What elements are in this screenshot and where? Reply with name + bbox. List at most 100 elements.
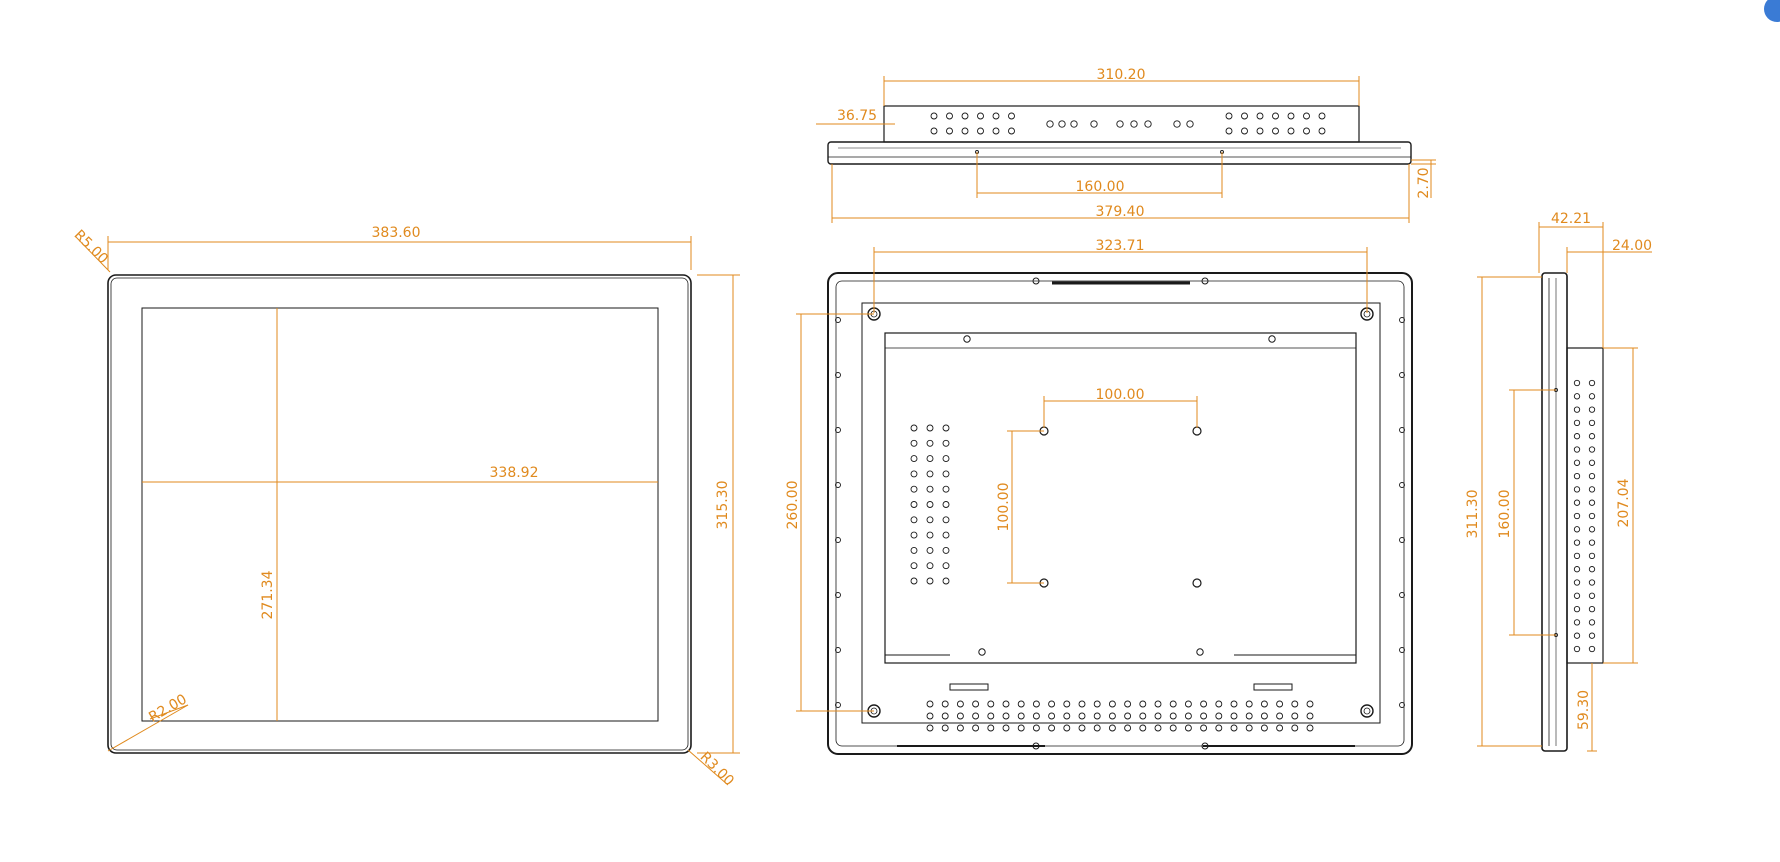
hole <box>1058 120 1066 128</box>
front-radius-top-left-label: R5.00 <box>71 227 111 267</box>
top-body-width-label: 310.20 <box>1097 67 1146 83</box>
hole <box>972 724 980 732</box>
hole <box>1399 647 1405 653</box>
hole <box>942 439 950 447</box>
hole <box>910 439 918 447</box>
hole <box>1588 619 1596 626</box>
hole <box>926 485 934 493</box>
status-badge-icon[interactable] <box>1764 0 1780 22</box>
hole <box>1573 419 1581 427</box>
rear-vesa-width-label: 100.00 <box>1096 387 1145 403</box>
hole <box>1078 724 1086 732</box>
rear-mount-height-label: 260.00 <box>785 481 801 530</box>
hole <box>1017 712 1025 720</box>
front-bezel-inner <box>110 277 689 751</box>
hole <box>1260 712 1268 720</box>
hole <box>1306 712 1314 720</box>
hole <box>1116 120 1124 128</box>
hole <box>1063 700 1071 708</box>
hole <box>1588 579 1596 586</box>
top-vent-holes <box>930 112 1326 154</box>
hole <box>977 127 984 135</box>
hole <box>1063 724 1071 732</box>
hole <box>1573 459 1581 466</box>
hole <box>1139 724 1147 732</box>
hole <box>956 712 964 720</box>
rear-vent-holes <box>835 277 1405 750</box>
hole <box>1573 632 1581 639</box>
hole <box>1276 700 1284 708</box>
hole <box>1272 112 1279 120</box>
hole <box>1154 712 1162 720</box>
hole <box>1318 127 1326 135</box>
hole <box>1588 393 1596 400</box>
hole <box>1241 112 1248 120</box>
hole <box>1573 579 1581 586</box>
hole <box>956 700 964 708</box>
hole <box>1573 526 1581 533</box>
hole <box>1573 566 1581 573</box>
front-screen-width-label: 338.92 <box>490 465 539 481</box>
hole <box>1588 379 1596 387</box>
hole <box>1215 724 1223 732</box>
hole <box>1291 712 1299 720</box>
hole <box>835 592 841 598</box>
hole <box>1139 700 1147 708</box>
hole <box>1573 539 1581 546</box>
hole <box>1287 127 1295 135</box>
hole <box>910 455 918 463</box>
hole <box>1184 712 1192 720</box>
hole <box>942 470 950 478</box>
hole <box>1008 112 1015 120</box>
hole <box>1241 127 1248 135</box>
hole <box>1245 724 1253 732</box>
hole <box>910 501 918 508</box>
hole <box>1573 472 1581 480</box>
side-body-height-label: 207.04 <box>1616 478 1632 527</box>
hole <box>926 700 934 708</box>
hole <box>956 724 964 732</box>
hole <box>1063 712 1071 720</box>
hole <box>942 501 950 508</box>
hole <box>1124 700 1132 708</box>
top-total-width-label: 379.40 <box>1096 204 1145 220</box>
hole <box>1291 700 1299 708</box>
rear-panel <box>861 302 1381 724</box>
hole <box>926 439 934 447</box>
hole <box>1256 112 1264 120</box>
hole <box>1002 700 1010 708</box>
hole <box>926 724 934 732</box>
hole <box>1588 539 1596 546</box>
hole <box>1192 578 1202 588</box>
hole <box>1573 406 1581 413</box>
hole <box>910 577 918 585</box>
hole <box>1184 700 1192 708</box>
hole <box>1215 712 1223 720</box>
hole <box>1200 712 1208 720</box>
hole <box>987 700 995 708</box>
hole <box>941 700 949 708</box>
hole <box>992 112 1000 120</box>
hole <box>1573 619 1581 626</box>
hole <box>1032 712 1040 720</box>
hole <box>1272 127 1279 135</box>
hole <box>835 427 841 433</box>
hole <box>1002 712 1010 720</box>
hole <box>1184 724 1192 732</box>
hole <box>942 455 950 463</box>
hole <box>1186 120 1194 128</box>
hole <box>910 424 918 432</box>
hole <box>1573 645 1581 653</box>
hole <box>978 648 986 656</box>
hole <box>1573 552 1581 560</box>
hole <box>1363 707 1371 715</box>
hole <box>941 724 949 732</box>
hole <box>1573 446 1581 453</box>
hole <box>1245 700 1253 708</box>
hole <box>1588 592 1596 599</box>
hole <box>1130 120 1138 128</box>
hole <box>1588 486 1596 493</box>
hole <box>1002 724 1010 732</box>
hole <box>910 531 918 539</box>
hole <box>1588 406 1596 413</box>
